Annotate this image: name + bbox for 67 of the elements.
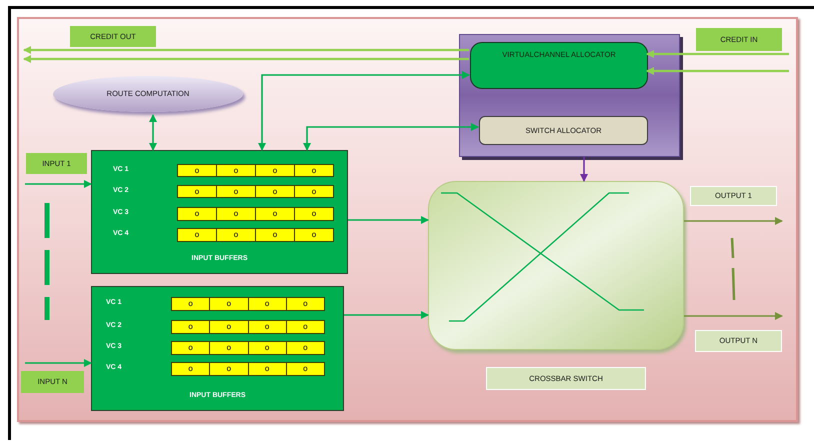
allocator-box [479, 116, 648, 145]
buffer-slot: o [209, 321, 248, 333]
buffer-slot: o [248, 342, 286, 354]
buffer-queue [177, 228, 334, 242]
buffer-slot: o [255, 165, 294, 176]
buffer-slot: o [209, 363, 248, 375]
buffer-slot: o [255, 208, 294, 220]
arrow [684, 217, 783, 225]
buffer-slot: o [178, 165, 216, 176]
buffer-slot: o [172, 298, 210, 310]
arrow [646, 67, 789, 75]
arrow [684, 312, 783, 320]
arrow [646, 50, 789, 58]
buffer-slot: o [294, 229, 333, 241]
buffer-slot: o [294, 208, 333, 220]
buffer-slot: o [209, 298, 248, 310]
allocator-box [470, 42, 648, 89]
buffer-slot: o [255, 229, 294, 241]
signal-tag [695, 330, 782, 352]
signal-tag [26, 153, 87, 174]
arrow [149, 114, 157, 151]
buffer-queue [177, 185, 334, 198]
buffer-slot: o [286, 298, 324, 310]
arrow [258, 71, 470, 151]
arrow [344, 311, 429, 319]
buffer-slot: o [216, 186, 255, 197]
buffer-slot: o [172, 342, 210, 354]
arrow [25, 359, 92, 367]
buffer-slot: o [216, 165, 255, 176]
arrow [348, 216, 429, 224]
signal-tag [696, 28, 782, 51]
arrow [25, 180, 92, 188]
buffer-slot: o [294, 186, 333, 197]
buffer-slot: o [286, 342, 324, 354]
buffer-queue [171, 362, 325, 376]
allocator-panel [459, 34, 680, 157]
buffer-slot: o [178, 186, 216, 197]
buffer-queue [171, 297, 325, 311]
arrow [23, 46, 469, 54]
buffer-slot: o [248, 321, 286, 333]
buffer-slot: o [248, 298, 286, 310]
buffer-slot: o [172, 363, 210, 375]
buffer-queue [171, 320, 325, 334]
buffer-slot: o [286, 363, 324, 375]
buffer-queue [171, 341, 325, 355]
buffer-slot: o [286, 321, 324, 333]
input-buffer-block [91, 286, 344, 411]
signal-tag [70, 26, 156, 47]
buffer-slot: o [172, 321, 210, 333]
arrow [580, 157, 588, 182]
signal-tag [690, 186, 777, 206]
signal-tag [21, 371, 84, 393]
buffer-slot: o [255, 186, 294, 197]
buffer-queue [177, 164, 334, 177]
buffer-slot: o [216, 208, 255, 220]
buffer-slot: o [248, 363, 286, 375]
buffer-slot: o [216, 229, 255, 241]
crossbar-box [428, 181, 684, 350]
buffer-slot: o [178, 208, 216, 220]
signal-tag [486, 367, 646, 390]
buffer-slot: o [294, 165, 333, 176]
arrow [303, 123, 479, 151]
buffer-queue [177, 207, 334, 221]
buffer-slot: o [209, 342, 248, 354]
buffer-slot: o [178, 229, 216, 241]
input-buffer-block [91, 150, 348, 274]
arrow [23, 55, 469, 63]
